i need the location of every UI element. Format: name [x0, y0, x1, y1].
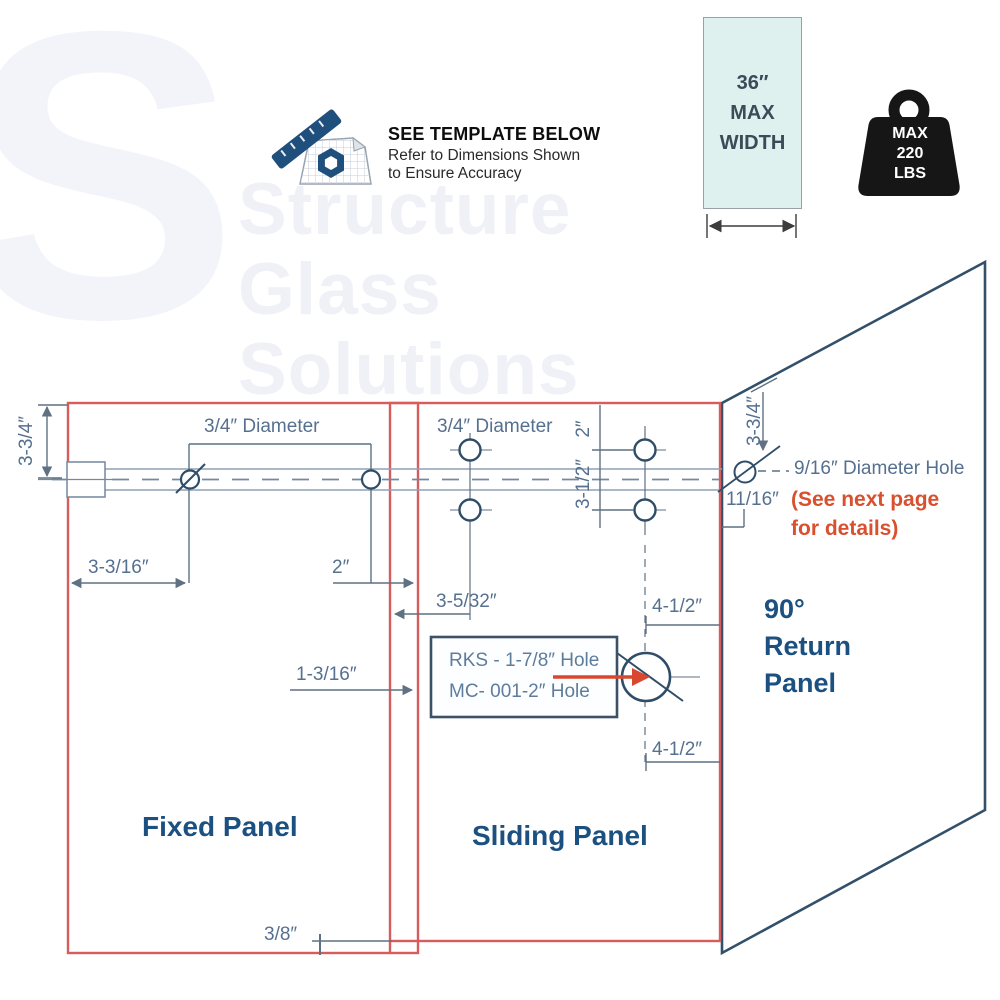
track-rail: [38, 461, 722, 498]
sliding-hole-bottom-right: [633, 498, 657, 522]
dim-sliding-hole-offset: 3-5/32″: [436, 591, 497, 612]
dim-return-hole-label: 9/16″ Diameter Hole: [794, 458, 965, 479]
see-template-subtitle2: to Ensure Accuracy: [388, 165, 522, 182]
sliding-hole-top-right: [633, 438, 657, 462]
dim-fixed-hole-offset: 3-3/16″: [88, 557, 149, 578]
max-width-word1: MAX: [730, 102, 775, 124]
sliding-hole-top-left: [458, 438, 482, 462]
see-template-subtitle1: Refer to Dimensions Shown: [388, 147, 581, 164]
see-next-page-note-line2: for details): [791, 517, 899, 540]
dimension-lines: [38, 377, 789, 955]
dim-fixed-hole-diameter: 3/4″ Diameter: [204, 416, 320, 437]
callout-line1: RKS - 1-7/8″ Hole: [449, 650, 600, 671]
max-weight-text: MAX 220 LBS: [892, 125, 928, 182]
dim-sliding-hole-diameter: 3/4″ Diameter: [437, 416, 553, 437]
callout-box: [429, 635, 650, 719]
dim-fixed-hole-spacing: 2″: [332, 557, 350, 578]
dim-left-height: 3-3/4″: [16, 415, 37, 467]
max-width-word2: WIDTH: [719, 132, 786, 154]
dim-bottom-gap: 3/8″: [264, 924, 298, 945]
dim-top-to-hole: 2″: [573, 420, 594, 438]
ruler-template-icon: [271, 109, 372, 185]
watermark-brand-text: Structure Glass Solutions: [238, 169, 580, 410]
dim-handle-bottom: 4-1/2″: [652, 739, 703, 760]
max-width-callout: 36″ MAX WIDTH: [703, 17, 802, 209]
max-width-arrow: [706, 214, 797, 238]
dim-hole-vertical-spacing: 3-1/2″: [573, 458, 594, 510]
callout-line2: MC- 001-2″ Hole: [449, 681, 590, 702]
fixed-panel-outline: [66, 401, 420, 955]
sliding-hole-bottom-left: [458, 498, 482, 522]
sliding-panel-label: Sliding Panel: [472, 820, 648, 851]
fixed-hole-2: [360, 469, 382, 490]
sliding-panel-outline: [388, 401, 722, 953]
return-panel-label: 90° Return Panel: [764, 594, 851, 698]
dim-handle-top: 4-1/2″: [652, 596, 703, 617]
dim-return-hole-offset: 11/16″: [726, 489, 779, 510]
return-panel-outline: [720, 259, 987, 956]
fixed-panel-label: Fixed Panel: [142, 811, 298, 842]
watermark-letter-s: S: [0, 0, 239, 404]
max-weight-icon: [858, 89, 960, 196]
max-width-value: 36″: [736, 72, 769, 94]
dim-return-top-offset: 3-3/4″: [744, 395, 765, 447]
see-template-title: SEE TEMPLATE BELOW: [388, 124, 601, 144]
dim-panel-overlap: 1-3/16″: [296, 664, 357, 685]
see-next-page-note-line1: (See next page: [791, 488, 940, 511]
